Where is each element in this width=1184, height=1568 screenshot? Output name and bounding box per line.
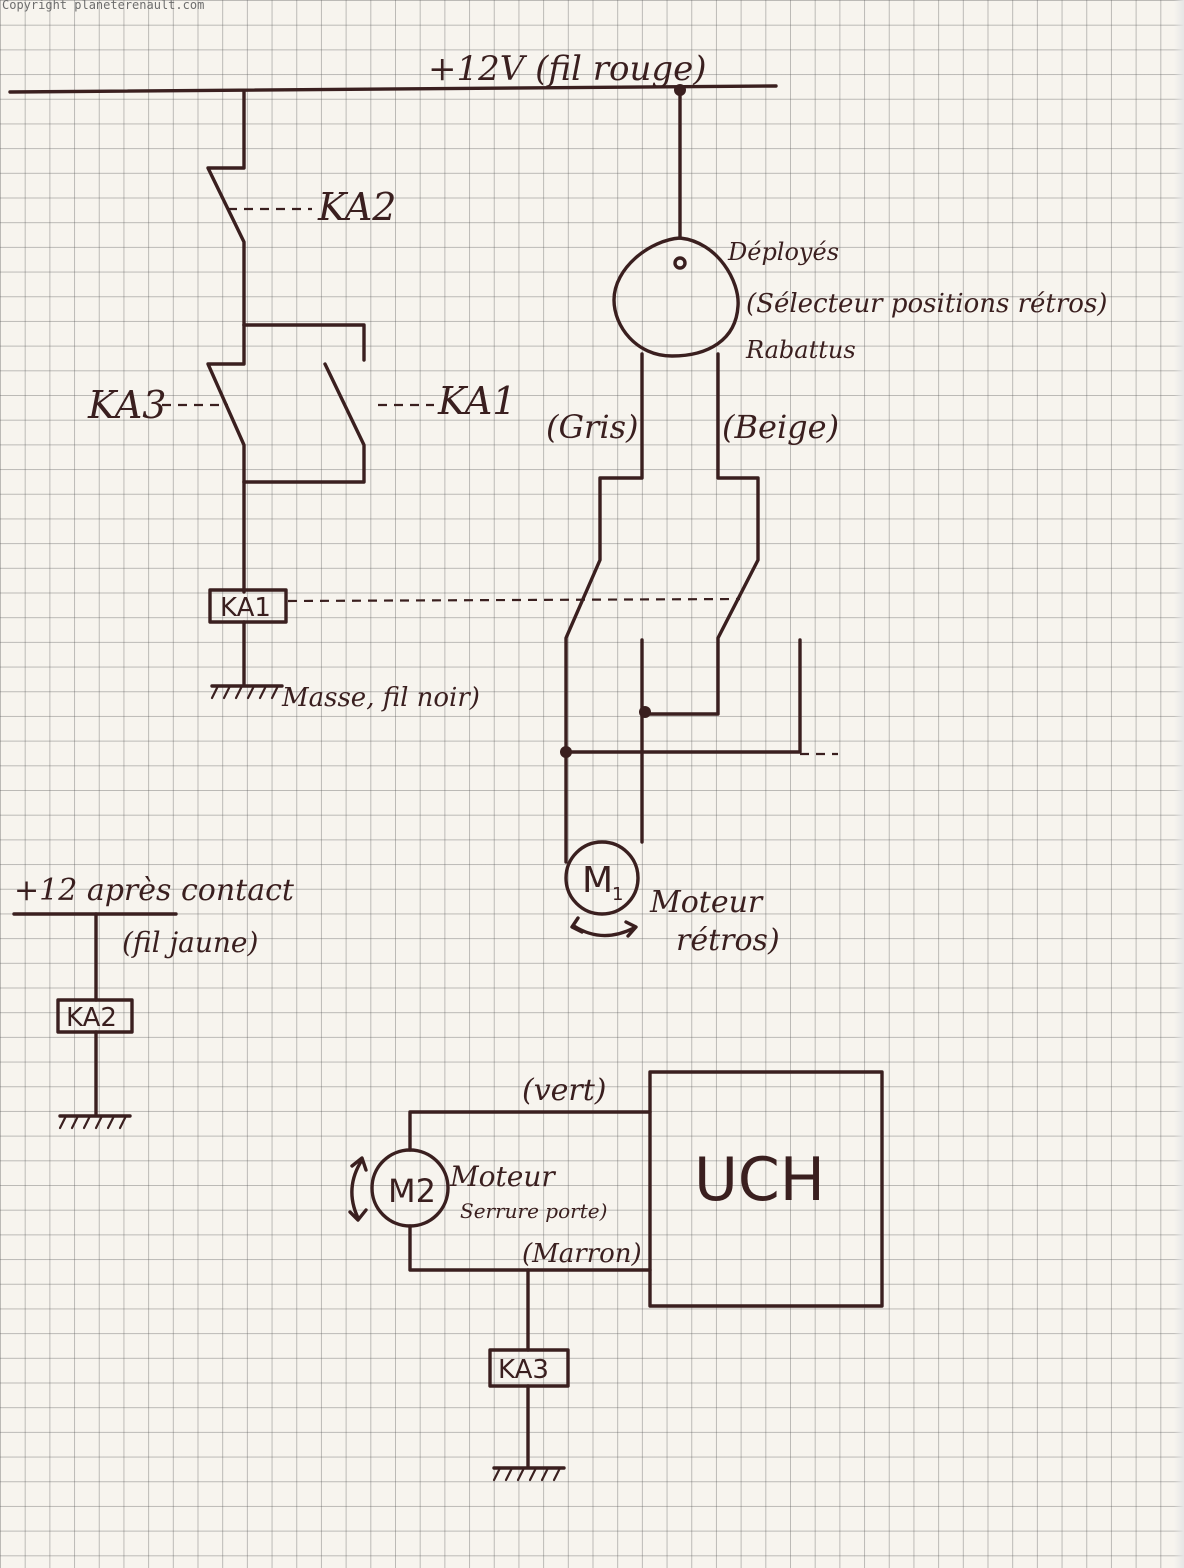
inverter-contacts-network <box>564 638 838 864</box>
ka3-coil-label: KA3 <box>498 1355 549 1385</box>
motor-m2-rotation-icon <box>350 1158 364 1220</box>
ka1-mechanical-link <box>287 597 741 603</box>
supply-apc-label: +12 après contact <box>14 873 295 908</box>
motor-m1-label-1: Moteur <box>649 885 764 920</box>
supply-12v-rail <box>8 84 778 94</box>
uch-label: UCH <box>694 1145 825 1215</box>
motor-m1-index: 1 <box>612 884 623 905</box>
motor-m2-label-1: Moteur <box>449 1160 556 1193</box>
wire-vert-label: (vert) <box>522 1073 607 1108</box>
ka3-contact-label: KA3 <box>87 383 166 427</box>
selector-body <box>612 236 740 358</box>
ka1-coil-label: KA1 <box>220 593 271 623</box>
uch-box <box>648 1070 884 1308</box>
wire-marron-label: (Marron) <box>522 1239 642 1269</box>
ground-symbol-2 <box>58 1114 132 1130</box>
ka2-contact-label: KA2 <box>317 185 396 229</box>
ka1-coil <box>208 588 288 624</box>
ka3-ka1-parallel-contacts <box>162 323 434 594</box>
wire-beige <box>640 352 760 716</box>
ground-1-label: Masse, fil noir) <box>281 683 480 713</box>
junction-dot-b <box>560 746 572 758</box>
motor-m1-label-2: rétros) <box>676 923 780 958</box>
copyright-notice: Copyright planeterenault.com <box>2 0 205 12</box>
motor-m2-arrow-down-icon <box>348 1208 368 1222</box>
junction-dot-a <box>639 706 651 718</box>
motor-m1 <box>564 840 640 916</box>
selector-deployed-label: Déployés <box>727 238 839 266</box>
motor-m2-arrow-up-icon <box>350 1156 368 1172</box>
ground-symbol-1 <box>210 684 284 700</box>
ka1-contact-label: KA1 <box>437 379 516 423</box>
wire-beige-label: (Beige) <box>722 408 839 446</box>
wire-gris-label: (Gris) <box>546 408 638 446</box>
selector-name-label: (Sélecteur positions rétros) <box>746 289 1107 319</box>
supply-apc-wire-label: (fil jaune) <box>122 926 258 959</box>
motor-m2-label-2: Serrure porte) <box>460 1199 607 1223</box>
motor-m1-arrow-left-icon <box>570 916 584 934</box>
ground-symbol-3 <box>492 1466 566 1482</box>
selector-folded-label: Rabattus <box>745 336 856 364</box>
motor-m1-letter: M <box>582 860 613 901</box>
wire-marron <box>408 1224 652 1272</box>
wire-gris <box>564 352 644 754</box>
ka2-coil-label: KA2 <box>66 1003 117 1033</box>
ka2-contact <box>206 90 312 327</box>
supply-12v-label: +12V (fil rouge) <box>428 49 707 89</box>
motor-m1-arrow-right-icon <box>624 920 638 938</box>
selector-pivot <box>673 256 687 270</box>
wire-vert <box>408 1110 652 1152</box>
motor-m2-label: M2 <box>388 1172 436 1210</box>
